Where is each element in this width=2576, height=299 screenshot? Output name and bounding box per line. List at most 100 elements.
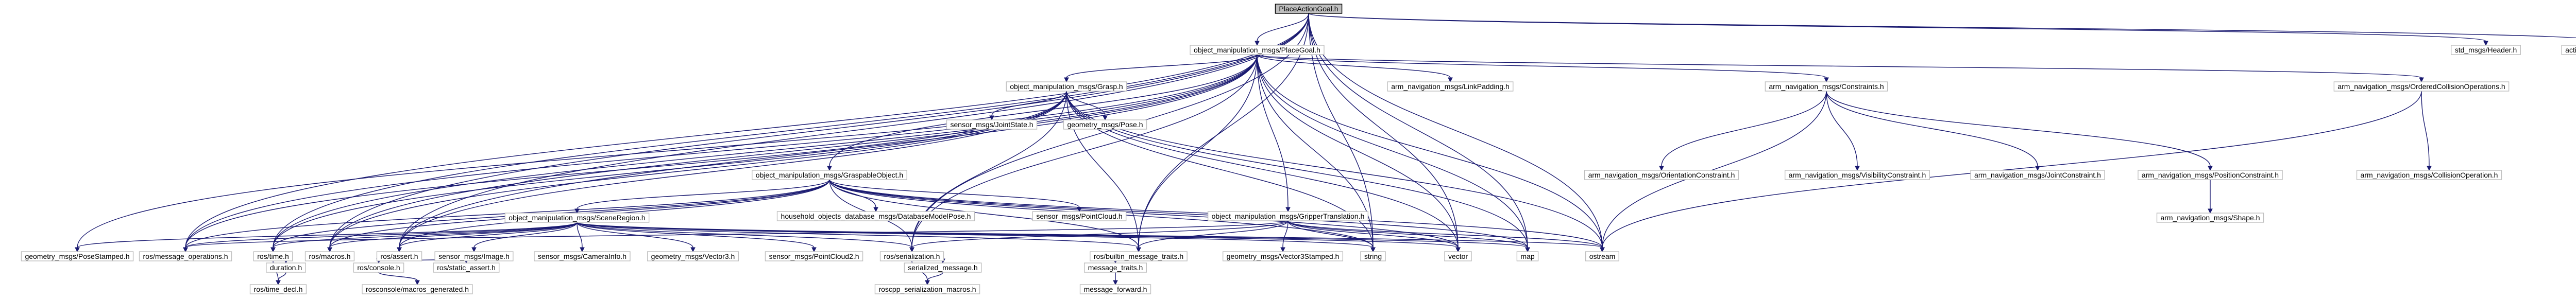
edge-root-stdheader (1308, 13, 2486, 42)
node-label: object_manipulation_msgs/PlaceGoal.h (1194, 46, 1320, 54)
edge-grasp-pose (1066, 91, 1106, 116)
node-scene[interactable]: object_manipulation_msgs/SceneRegion.h (504, 213, 650, 223)
node-jointstate[interactable]: sensor_msgs/JointState.h (946, 119, 1038, 130)
node-linkpadding[interactable]: arm_navigation_msgs/LinkPadding.h (1387, 81, 1514, 92)
node-builtin[interactable]: ros/builtin_message_traits.h (1090, 251, 1188, 261)
node-box (1765, 81, 1888, 92)
arrowhead (1824, 77, 1829, 83)
edge-serializedmsg-serializationmacros (927, 272, 943, 281)
node-serialization[interactable]: ros/serialization.h (879, 251, 944, 261)
node-consolemacros[interactable]: rosconsole/macros_generated.h (362, 284, 473, 294)
edge-constraints-ostream (1602, 91, 1827, 248)
edge-placegoal-orderedcollision (1257, 54, 2422, 78)
arrowhead (1136, 247, 1141, 253)
edge-gripper-ostream (1287, 220, 1603, 248)
arrowhead (2483, 41, 2488, 46)
node-ostream[interactable]: ostream (1585, 251, 1619, 261)
edge-root-map (1308, 13, 1528, 248)
arrowhead (873, 207, 878, 213)
node-rostime[interactable]: ros/time.h (253, 251, 293, 261)
arrowhead (827, 166, 832, 171)
edge-constraints-positionc (1826, 91, 2211, 167)
edge-placegoal-serialization (911, 54, 1258, 248)
node-grasp[interactable]: object_manipulation_msgs/Grasp.h (1006, 81, 1127, 92)
node-label: arm_navigation_msgs/LinkPadding.h (1391, 82, 1510, 91)
arrowhead (909, 247, 914, 253)
edge-root-goalid (1308, 13, 2576, 39)
node-image[interactable]: sensor_msgs/Image.h (434, 251, 514, 261)
arrowhead (1103, 115, 1108, 121)
node-macros[interactable]: ros/macros.h (304, 251, 355, 261)
node-label: geometry_msgs/Vector3Stamped.h (1227, 252, 1340, 260)
node-msgforward[interactable]: message_forward.h (1079, 284, 1151, 294)
node-label: arm_navigation_msgs/Constraints.h (1769, 82, 1884, 91)
node-positionc[interactable]: arm_navigation_msgs/PositionConstraint.h (2138, 170, 2283, 180)
node-label: ros/static_assert.h (437, 263, 496, 272)
edge-constraints-orientationc (1661, 91, 1827, 167)
node-assert[interactable]: ros/assert.h (376, 251, 422, 261)
edge-gripper-builtin (1138, 220, 1289, 248)
node-goalid[interactable]: actionlib_msgs/GoalID.h (2561, 45, 2576, 55)
arrowhead (989, 115, 994, 121)
node-staticassert[interactable]: ros/static_assert.h (433, 262, 500, 273)
node-msgops[interactable]: ros/message_operations.h (139, 251, 232, 261)
edge-root-placegoal (1257, 13, 1309, 42)
edge-layer (75, 13, 2576, 286)
edge-root-serialization (911, 13, 1309, 248)
node-vector3[interactable]: geometry_msgs/Vector3.h (647, 251, 739, 261)
node-pose[interactable]: geometry_msgs/Pose.h (1063, 119, 1147, 130)
edge-grasp-string (1066, 91, 1374, 248)
node-rosconsole[interactable]: ros/console.h (353, 262, 404, 273)
node-orientationc[interactable]: arm_navigation_msgs/OrientationConstrain… (1584, 170, 1739, 180)
node-label: sensor_msgs/CameraInfo.h (538, 252, 626, 260)
node-constraints[interactable]: arm_navigation_msgs/Constraints.h (1765, 81, 1888, 92)
node-label: arm_navigation_msgs/OrientationConstrain… (1588, 171, 1735, 179)
node-box (1207, 211, 1369, 221)
node-graspableobject[interactable]: object_manipulation_msgs/GraspableObject… (752, 170, 907, 180)
node-string[interactable]: string (1360, 251, 1386, 261)
node-duration[interactable]: duration.h (266, 262, 306, 273)
node-pointcloud2[interactable]: sensor_msgs/PointCloud2.h (765, 251, 863, 261)
node-box (752, 170, 907, 180)
arrowhead (415, 280, 420, 286)
node-box (249, 284, 307, 294)
node-stdheader[interactable]: std_msgs/Header.h (2450, 45, 2521, 55)
node-root[interactable]: PlaceActionGoal.h (1275, 4, 1343, 14)
edge-scene-vector (577, 222, 1459, 248)
node-shape[interactable]: arm_navigation_msgs/Shape.h (2156, 213, 2264, 223)
node-vector3stamped[interactable]: geometry_msgs/Vector3Stamped.h (1222, 251, 1344, 261)
node-pointcloud[interactable]: sensor_msgs/PointCloud.h (1032, 211, 1127, 221)
node-box (1006, 81, 1127, 92)
node-label: ros/message_operations.h (143, 252, 228, 260)
node-collisionop[interactable]: arm_navigation_msgs/CollisionOperation.h (2356, 170, 2502, 180)
node-rostimedecl[interactable]: ros/time_decl.h (249, 284, 307, 294)
node-serializationmacros[interactable]: roscpp_serialization_macros.h (874, 284, 980, 294)
node-label: arm_navigation_msgs/CollisionOperation.h (2361, 171, 2498, 179)
node-orderedcollision[interactable]: arm_navigation_msgs/OrderedCollisionOper… (2333, 81, 2510, 92)
edge-graspableobject-pointcloud (829, 179, 1080, 208)
node-vector[interactable]: vector (1444, 251, 1472, 261)
node-placegoal[interactable]: object_manipulation_msgs/PlaceGoal.h (1190, 45, 1325, 55)
arrowhead (1077, 207, 1082, 213)
node-msgtraits[interactable]: message_traits.h (1083, 262, 1147, 273)
node-dbmodelpose[interactable]: household_objects_database_msgs/Database… (776, 211, 975, 221)
node-visibilityc[interactable]: arm_navigation_msgs/VisibilityConstraint… (1784, 170, 1930, 180)
node-label: vector (1448, 252, 1468, 260)
node-label: sensor_msgs/PointCloud.h (1036, 212, 1122, 220)
edge-grasp-assert (399, 91, 1067, 248)
node-label: object_manipulation_msgs/Grasp.h (1010, 82, 1123, 91)
edge-orderedcollision-ostream (1602, 91, 2422, 248)
node-serializedmsg[interactable]: serialized_message.h (904, 262, 982, 273)
node-box (776, 211, 975, 221)
node-label: object_manipulation_msgs/SceneRegion.h (509, 214, 645, 222)
node-posestamped[interactable]: geometry_msgs/PoseStamped.h (21, 251, 134, 261)
node-box (253, 251, 293, 261)
node-label: message_forward.h (1084, 285, 1147, 293)
node-camerainfo[interactable]: sensor_msgs/CameraInfo.h (534, 251, 631, 261)
node-gripper[interactable]: object_manipulation_msgs/GripperTranslat… (1207, 211, 1369, 221)
node-label: ros/builtin_message_traits.h (1094, 252, 1183, 260)
node-jointc[interactable]: arm_navigation_msgs/JointConstraint.h (1970, 170, 2105, 180)
node-map[interactable]: map (1516, 251, 1539, 261)
edge-root-ostream (1308, 13, 1603, 248)
arrowhead (183, 247, 188, 253)
